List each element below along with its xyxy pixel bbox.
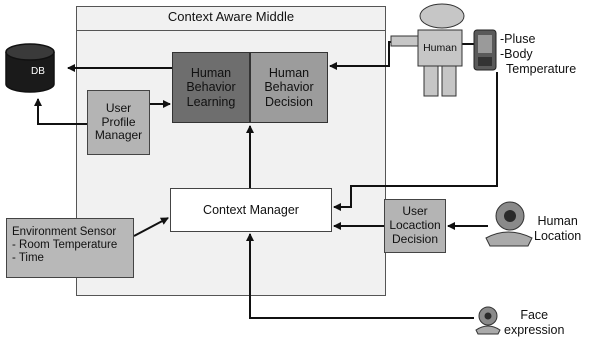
- middleware-title-divider: [76, 30, 386, 31]
- location-decision-line-2: Locaction: [389, 218, 441, 233]
- face-line-2: expression: [504, 323, 565, 337]
- vitals-device-icon: [473, 29, 497, 71]
- human-behavior-decision-box: Human Behavior Decision: [250, 52, 328, 123]
- decision-line-1: Human: [268, 65, 310, 80]
- vitals-sensor-label: -Pluse -Body Temperature: [500, 32, 576, 77]
- database-label: DB: [31, 66, 45, 77]
- decision-line-3: Decision: [265, 94, 313, 109]
- vitals-line-2: -Body: [500, 47, 533, 61]
- user-profile-manager-box: User Profile Manager: [87, 90, 150, 155]
- location-line-1: Human: [537, 214, 578, 228]
- face-line-1: Face: [520, 308, 549, 322]
- location-line-2: Location: [534, 229, 582, 243]
- profile-line-2: Profile: [101, 114, 136, 129]
- location-decision-line-1: User: [402, 204, 428, 219]
- vitals-line-3: Temperature: [506, 62, 577, 76]
- human-figure-icon: [390, 3, 465, 97]
- context-manager-box: Context Manager: [170, 188, 332, 232]
- arrow-profile-to-db: [34, 98, 87, 125]
- human-behavior-learning-box: Human Behavior Learning: [172, 52, 250, 123]
- vitals-line-1: -Pluse: [500, 32, 536, 46]
- arrow-environment-to-context: [133, 217, 169, 237]
- face-camera-icon: [475, 306, 501, 335]
- learning-line-3: Learning: [186, 94, 236, 109]
- environment-line-3: - Time: [12, 252, 44, 265]
- location-camera-icon: [485, 201, 533, 247]
- arrow-face-to-context: [246, 233, 474, 319]
- face-expression-label: Face expression: [504, 308, 564, 338]
- profile-line-3: Manager: [94, 128, 143, 143]
- decision-line-2: Behavior: [264, 80, 314, 95]
- learning-line-1: Human: [190, 65, 232, 80]
- learning-line-2: Behavior: [186, 80, 236, 95]
- user-location-decision-box: User Locaction Decision: [384, 199, 446, 253]
- location-decision-line-3: Decision: [391, 231, 439, 246]
- environment-line-1: Environment Sensor: [12, 226, 117, 238]
- database-icon: [5, 43, 55, 93]
- arrow-vitals-to-context: [333, 72, 498, 211]
- middleware-title: Context Aware Middle: [167, 9, 295, 24]
- profile-line-1: User: [105, 100, 132, 115]
- environment-line-2: - Room Temperature: [12, 239, 118, 252]
- human-label: Human: [423, 42, 457, 54]
- environment-sensor-box: Environment Sensor - Room Temperature - …: [6, 218, 134, 278]
- human-location-label: Human Location: [534, 214, 581, 244]
